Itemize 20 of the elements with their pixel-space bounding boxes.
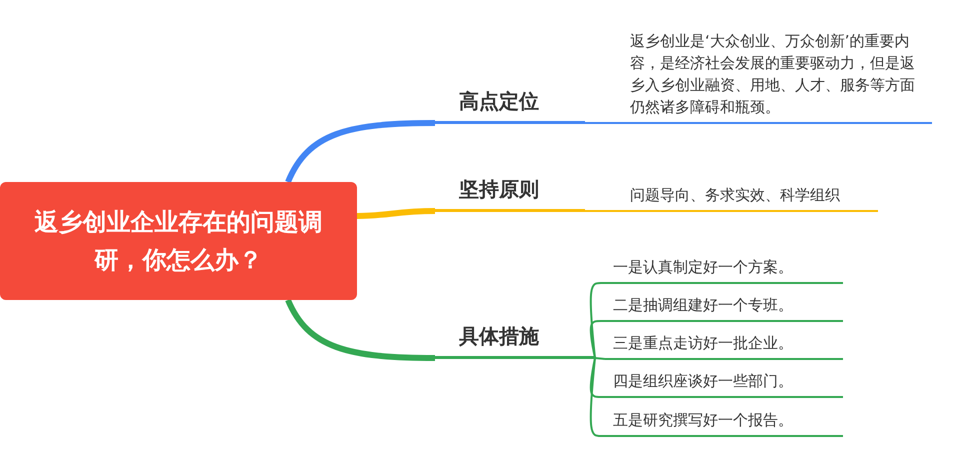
leaf-topic: 四是组织座谈好一些部门。 xyxy=(605,368,843,398)
branch-topic: 坚持原则 xyxy=(435,168,585,212)
branch-line xyxy=(285,120,436,184)
leaf-topic: 二是抽调组建好一个专班。 xyxy=(605,292,843,322)
branch-line xyxy=(285,298,436,361)
leaf-topic: 一是认真制定好一个方案。 xyxy=(605,254,843,284)
branch-line xyxy=(356,208,436,219)
branch-topic: 具体措施 xyxy=(435,315,595,359)
branch-line xyxy=(590,358,605,437)
root-topic-box: 返乡创业企业存在的问题调研，你怎么办？ xyxy=(0,182,357,300)
branch-line xyxy=(590,358,605,398)
branch-line xyxy=(585,122,622,124)
branch-line xyxy=(594,357,606,360)
branch-line xyxy=(585,210,622,212)
branch-topic: 高点定位 xyxy=(435,80,585,124)
leaf-topic: 三是重点走访好一批企业。 xyxy=(605,330,843,360)
leaf-topic: 五是研究撰写好一个报告。 xyxy=(605,407,843,437)
branch-line xyxy=(590,320,605,358)
leaf-topic: 返乡创业是‘大众创业、万众创新’的重要内容，是经济社会发展的重要驱动力，但是返乡入乡创业融资、用地、人才、服务等方面仍然诸多障碍和瓶颈。 xyxy=(622,26,932,124)
leaf-topic: 问题导向、务求实效、科学组织 xyxy=(622,180,878,212)
